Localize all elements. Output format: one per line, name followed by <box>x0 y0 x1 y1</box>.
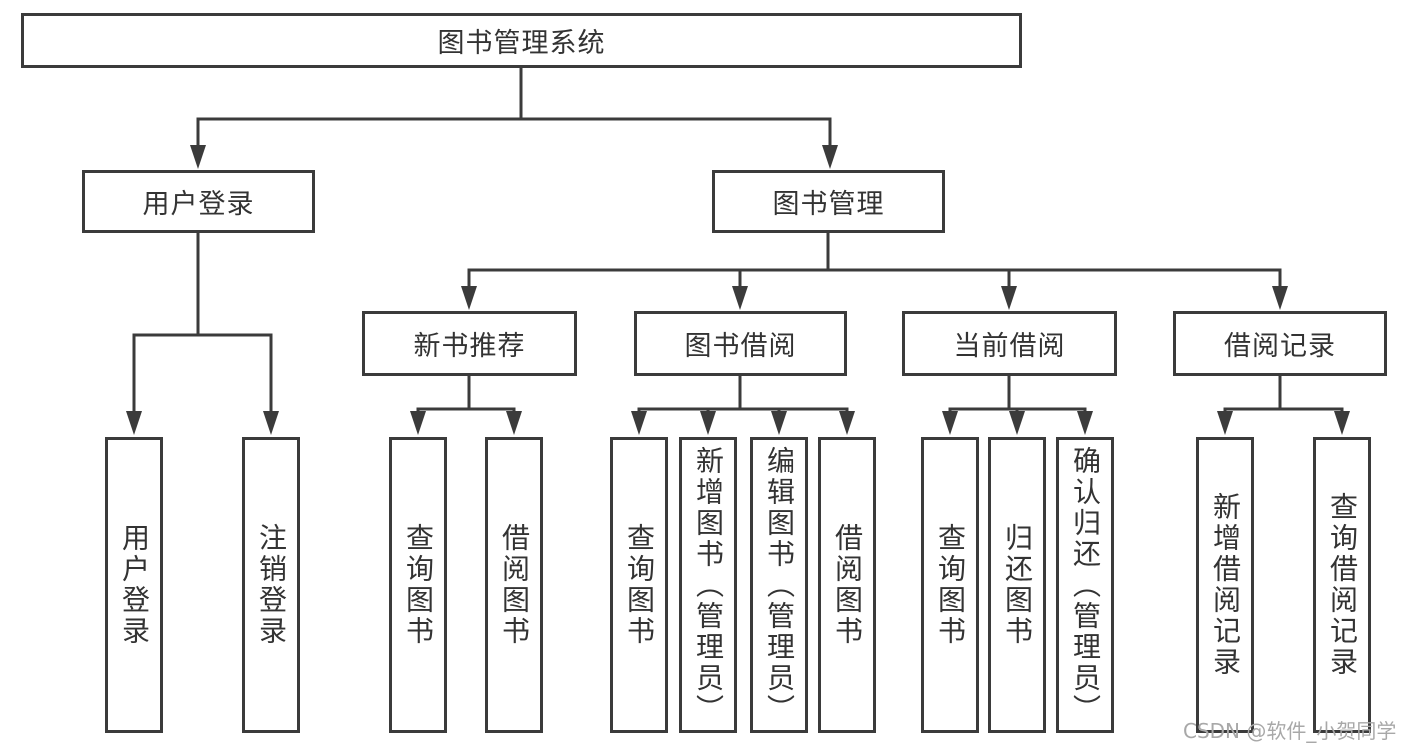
leaf-label: 查询图书 <box>402 523 435 647</box>
arrowhead-down-icon <box>190 145 206 169</box>
section-label: 当前借阅 <box>953 331 1066 362</box>
root-node-library-management-system: 图书管理系统 <box>21 13 1022 68</box>
arrowhead-down-icon <box>461 286 477 310</box>
section-current-borrowing: 当前借阅 <box>902 311 1117 376</box>
leaf-records-add-borrow-record: 新增借阅记录 <box>1196 437 1254 733</box>
root-node-label: 图书管理系统 <box>437 28 606 59</box>
section-book-borrowing: 图书借阅 <box>634 311 847 376</box>
node-label: 用户登录 <box>142 189 255 220</box>
leaf-logout: 注销登录 <box>242 437 300 733</box>
arrowhead-down-icon <box>1272 286 1288 310</box>
leaf-label: 新增图书（管理员） <box>692 445 725 725</box>
section-borrowing-records: 借阅记录 <box>1173 311 1387 376</box>
leaf-borrowing-borrow-books: 借阅图书 <box>818 437 876 733</box>
section-new-book-recommend: 新书推荐 <box>362 311 577 376</box>
leaf-borrowing-query-books: 查询图书 <box>610 437 668 733</box>
arrowhead-down-icon <box>839 411 855 435</box>
arrowhead-down-icon <box>822 145 838 169</box>
leaf-records-query-borrow-record: 查询借阅记录 <box>1313 437 1371 733</box>
arrowhead-down-icon <box>1001 286 1017 310</box>
leaf-newbook-borrow-books: 借阅图书 <box>485 437 543 733</box>
arrowhead-down-icon <box>1217 411 1233 435</box>
arrowhead-down-icon <box>410 411 426 435</box>
arrowhead-down-icon <box>942 411 958 435</box>
arrowhead-down-icon <box>1077 411 1093 435</box>
leaf-label: 归还图书 <box>1001 523 1034 647</box>
leaf-label: 确认归还（管理员） <box>1069 445 1102 725</box>
leaf-label: 查询图书 <box>623 523 656 647</box>
section-label: 图书借阅 <box>684 331 797 362</box>
arrowhead-down-icon <box>126 411 142 435</box>
leaf-label: 查询借阅记录 <box>1326 492 1359 678</box>
leaf-label: 编辑图书（管理员） <box>763 445 796 725</box>
leaf-current-query-books: 查询图书 <box>921 437 979 733</box>
node-user-login: 用户登录 <box>82 170 315 233</box>
arrowhead-down-icon <box>732 286 748 310</box>
leaf-current-confirm-return-admin: 确认归还（管理员） <box>1056 437 1114 733</box>
arrowhead-down-icon <box>771 411 787 435</box>
arrowhead-down-icon <box>631 411 647 435</box>
leaf-label: 查询图书 <box>934 523 967 647</box>
arrowhead-down-icon <box>1334 411 1350 435</box>
watermark: CSDN @软件_小贺同学 <box>1183 719 1397 743</box>
arrowhead-down-icon <box>263 411 279 435</box>
leaf-newbook-query-books: 查询图书 <box>389 437 447 733</box>
leaf-label: 注销登录 <box>255 523 288 647</box>
section-label: 借阅记录 <box>1224 331 1336 362</box>
leaf-current-return-books: 归还图书 <box>988 437 1046 733</box>
arrowhead-down-icon <box>506 411 522 435</box>
leaf-borrowing-edit-books-admin: 编辑图书（管理员） <box>750 437 808 733</box>
arrowhead-down-icon <box>700 411 716 435</box>
node-label: 图书管理 <box>772 189 885 220</box>
leaf-label: 用户登录 <box>118 523 151 647</box>
leaf-label: 借阅图书 <box>831 523 864 647</box>
arrowhead-down-icon <box>1009 411 1025 435</box>
leaf-label: 新增借阅记录 <box>1209 492 1242 678</box>
section-label: 新书推荐 <box>413 331 526 362</box>
node-book-management: 图书管理 <box>712 170 945 233</box>
leaf-label: 借阅图书 <box>498 523 531 647</box>
leaf-user-login: 用户登录 <box>105 437 163 733</box>
leaf-borrowing-add-books-admin: 新增图书（管理员） <box>679 437 737 733</box>
